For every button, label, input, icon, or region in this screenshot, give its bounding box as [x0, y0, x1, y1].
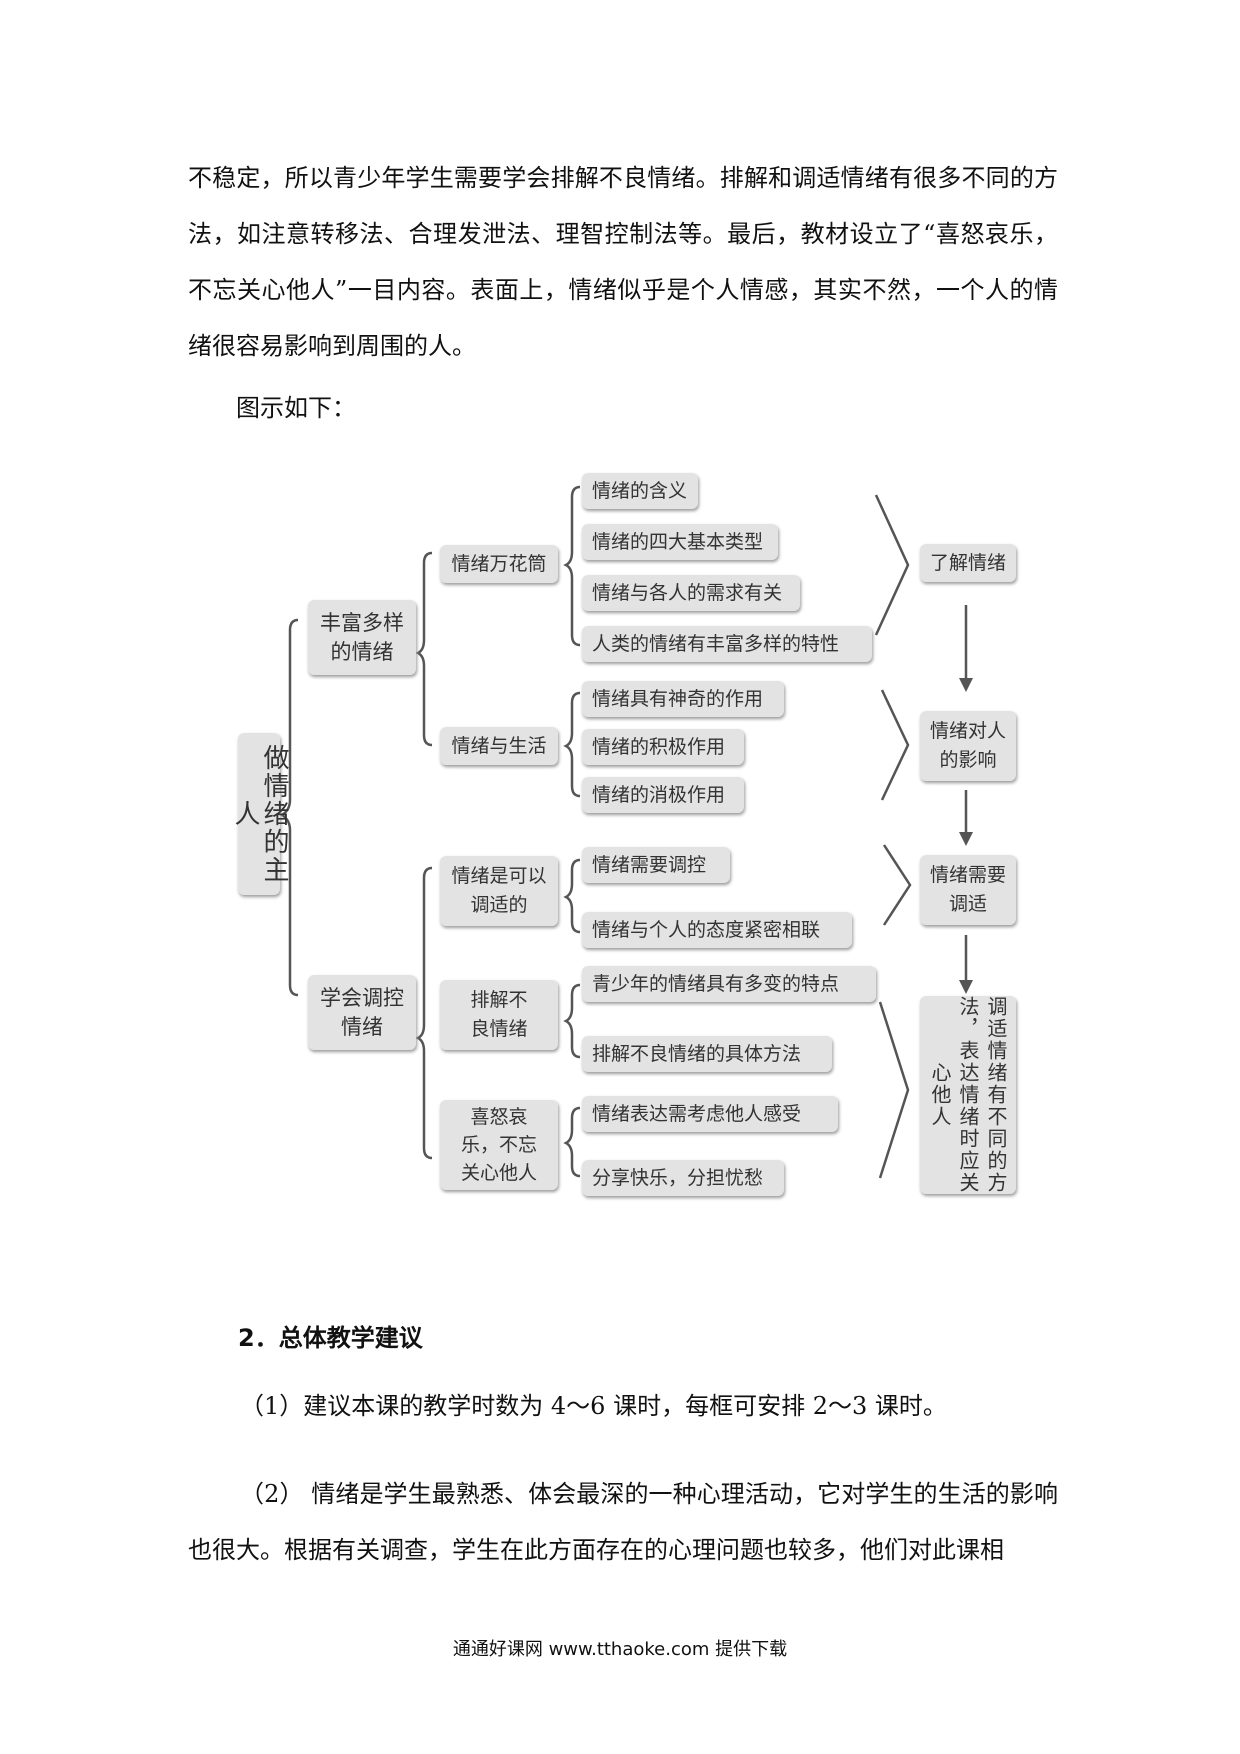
leaf-teen-changeable: 青少年的情绪具有多变的特点 [582, 966, 876, 1002]
leaf-need-control: 情绪需要调控 [582, 847, 730, 883]
summary-influence: 情绪对人的影响 [920, 711, 1016, 781]
node-rich-emotions: 丰富多样的情绪 [308, 600, 416, 675]
leaf-diversity: 人类的情绪有丰富多样的特性 [582, 626, 872, 662]
summary-need-adjust: 情绪需要调适 [920, 855, 1016, 925]
node-care-others: 喜怒哀乐，不忘关心他人 [440, 1100, 558, 1190]
summary-understand: 了解情绪 [920, 544, 1016, 582]
leaf-definition: 情绪的含义 [582, 473, 698, 509]
node-learn-control: 学会调控情绪 [308, 975, 416, 1050]
suggestion-2: （2） 情绪是学生最熟悉、体会最深的一种心理活动，它对学生的生活的影响也很大。根… [188, 1480, 1058, 1564]
leaf-negative: 情绪的消极作用 [582, 777, 744, 813]
leaf-needs: 情绪与各人的需求有关 [582, 575, 800, 611]
node-relieve: 排解不良情绪 [440, 980, 558, 1050]
section-heading: 2．总体教学建议 [238, 1324, 423, 1352]
leaf-positive: 情绪的积极作用 [582, 729, 744, 765]
leaf-basic-types: 情绪的四大基本类型 [582, 524, 778, 560]
node-emotion-life: 情绪与生活 [440, 727, 558, 765]
leaf-attitude: 情绪与个人的态度紧密相联 [582, 912, 852, 948]
leaf-methods: 排解不良情绪的具体方法 [582, 1036, 832, 1072]
intro-paragraph: 不稳定，所以青少年学生需要学会排解不良情绪。排解和调适情绪有很多不同的方法，如注… [188, 164, 1058, 360]
diagram-root: 做情绪的主人 [230, 733, 289, 895]
leaf-express-feelings: 情绪表达需考虑他人感受 [582, 1096, 838, 1132]
diagram-caption: 图示如下： [236, 394, 356, 422]
suggestion-1: （1）建议本课的教学时数为 4～6 课时，每框可安排 2～3 课时。 [240, 1392, 947, 1420]
leaf-magic: 情绪具有神奇的作用 [582, 681, 784, 717]
node-adjustable: 情绪是可以调适的 [440, 856, 558, 926]
summary-methods: 调适情绪有不同的方法，表达情绪时应关心他人 [920, 996, 1016, 1194]
leaf-share-joy: 分享快乐，分担忧愁 [582, 1160, 784, 1196]
node-kaleidoscope: 情绪万花筒 [440, 545, 558, 583]
footer-note: 通通好课网 www.tthaoke.com 提供下载 [452, 1639, 788, 1660]
